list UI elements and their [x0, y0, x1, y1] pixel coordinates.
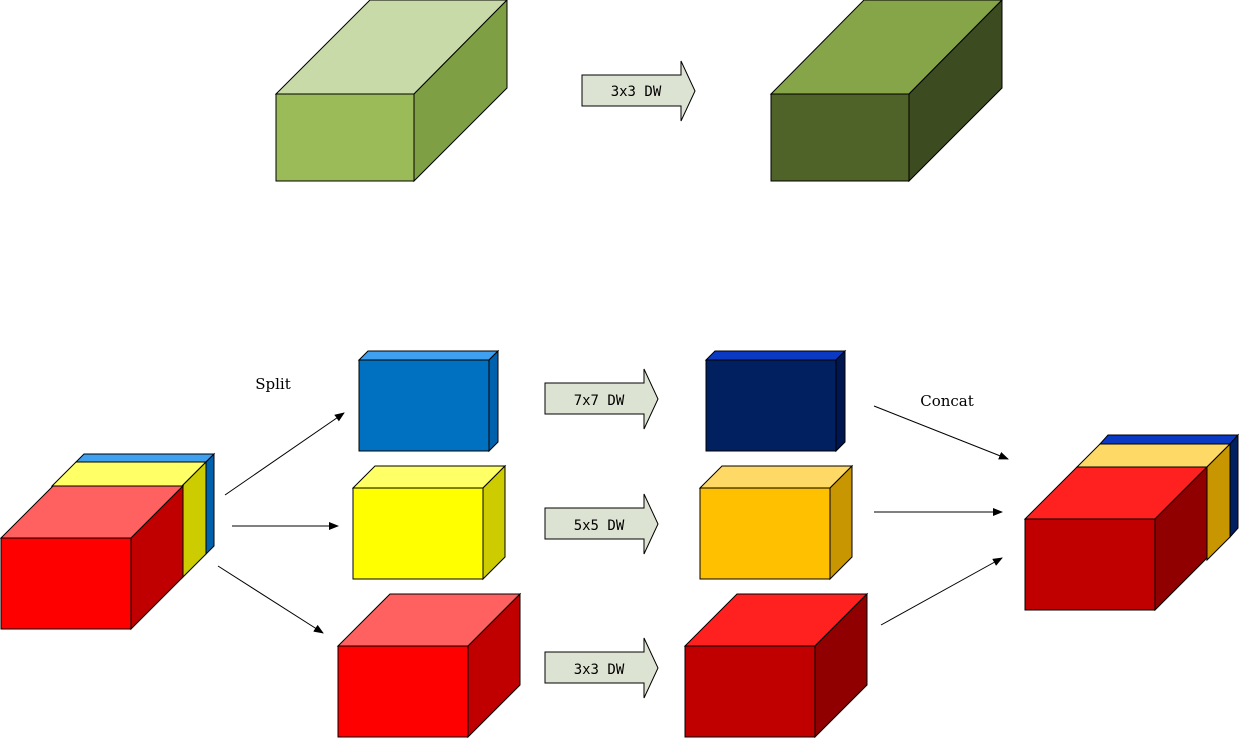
- split-label: Split: [255, 375, 291, 393]
- concat-arrow-1: [873, 405, 1009, 460]
- branch-3-output-block: [683, 592, 869, 738]
- branch-1-input-block: [357, 349, 500, 453]
- branch-2-op-label: 5x5 DW: [574, 518, 625, 534]
- top-op-label: 3x3 DW: [611, 84, 662, 100]
- branch-2-input-block: [351, 464, 507, 581]
- output-stacked-feature-map: [1023, 433, 1239, 612]
- split-arrow-3: [217, 565, 324, 634]
- concat-arrow-3: [880, 557, 1003, 626]
- top-op-arrow: 3x3 DW: [581, 60, 696, 122]
- branch-2-op-arrow: 5x5 DW: [544, 493, 659, 555]
- split-arrow-1: [224, 412, 345, 496]
- branch-1-output-block: [704, 349, 847, 453]
- branch-3-op-arrow: 3x3 DW: [544, 637, 659, 699]
- branch-3-op-label: 3x3 DW: [574, 662, 625, 678]
- branch-2-output-block: [698, 464, 854, 581]
- top-output-feature-map: [769, 0, 1003, 183]
- concat-label: Concat: [920, 392, 974, 410]
- branch-1-op-label: 7x7 DW: [574, 393, 625, 409]
- branch-3-input-block: [336, 592, 522, 738]
- top-input-feature-map: [274, 0, 508, 183]
- input-stacked-feature-map: [0, 452, 216, 631]
- branch-1-op-arrow: 7x7 DW: [544, 368, 659, 430]
